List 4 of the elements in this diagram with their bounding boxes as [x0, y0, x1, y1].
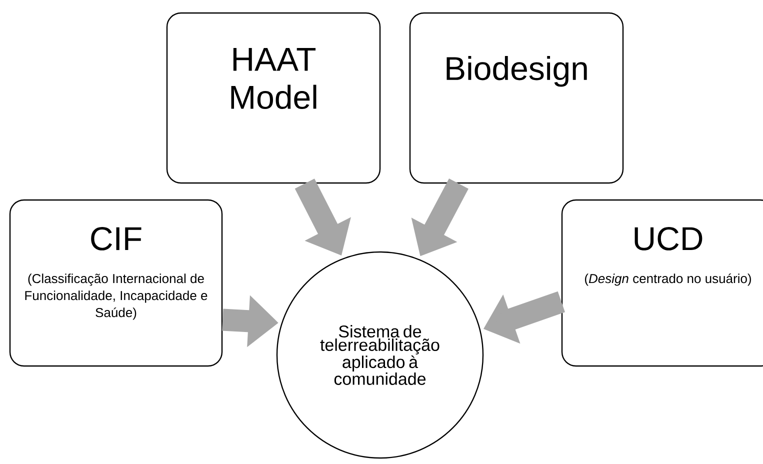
rounded-box: Biodesign — [409, 12, 624, 184]
rounded-box: UCD (Design centrado no usuário) — [561, 199, 763, 367]
rounded-box: HAAT Model — [166, 12, 381, 184]
rounded-box: CIF (Classificação Internacional de Funcionalidade, Incapacidade e Saúde) — [9, 199, 223, 367]
